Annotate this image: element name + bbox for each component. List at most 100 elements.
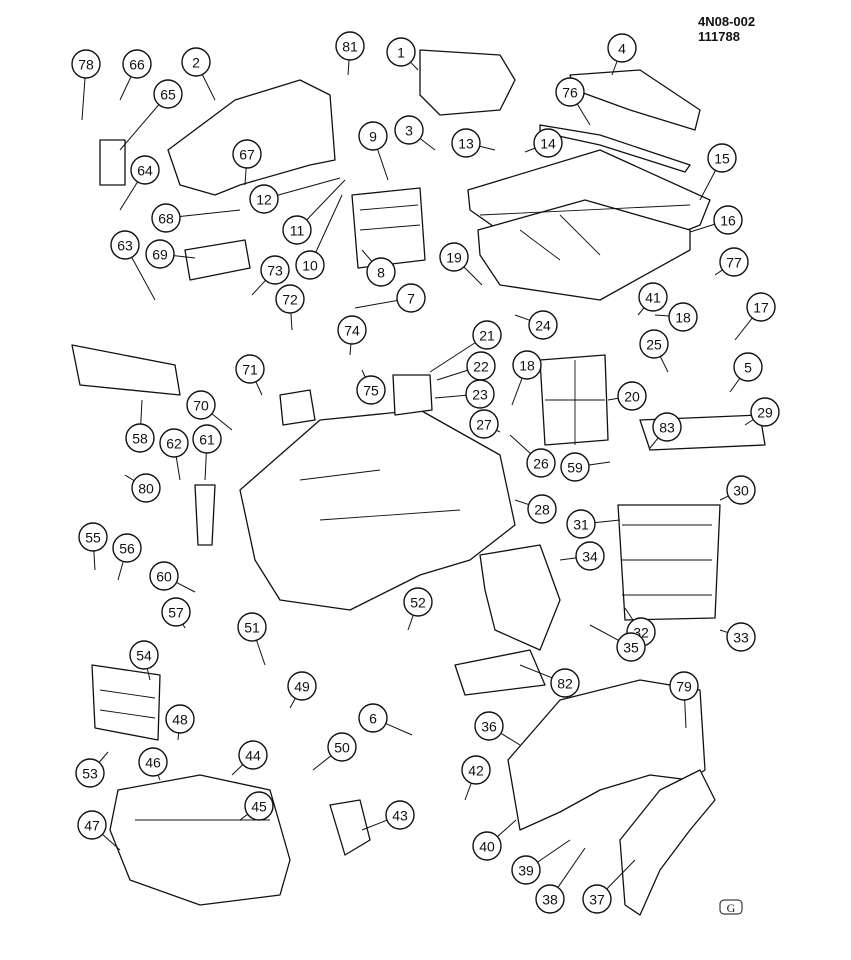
leader-line-1 <box>410 61 419 71</box>
part-detail-line <box>359 224 421 231</box>
callout-number: 49 <box>294 679 310 695</box>
callout-9: 9 <box>358 121 388 151</box>
callout-number: 27 <box>476 417 492 433</box>
part-drawings <box>71 49 766 916</box>
callout-16: 16 <box>713 205 743 235</box>
leader-line-31 <box>594 519 621 524</box>
leader-line-19 <box>463 266 483 286</box>
callout-7: 7 <box>396 283 426 313</box>
leader-line-54 <box>146 668 151 681</box>
callout-number: 45 <box>251 799 267 815</box>
callout-number: 82 <box>557 676 573 692</box>
leader-line-30 <box>719 495 729 501</box>
callout-number: 20 <box>624 389 640 405</box>
callout-66: 66 <box>122 49 152 79</box>
callout-number: 42 <box>468 763 484 779</box>
leader-line-3 <box>419 138 436 151</box>
callout-17: 17 <box>746 292 776 322</box>
leader-line-67 <box>244 167 247 186</box>
callout-number: 53 <box>82 766 98 782</box>
leader-line-56 <box>117 561 124 581</box>
leader-line-73 <box>251 279 266 296</box>
callout-53: 53 <box>75 758 105 788</box>
callout-68: 68 <box>151 203 181 233</box>
leader-line-8 <box>361 249 373 262</box>
washer-reservoir <box>279 389 316 426</box>
callout-number: 66 <box>129 57 145 73</box>
leader-line-83 <box>649 437 659 449</box>
radiator-assembly <box>617 504 721 621</box>
leader-line-15 <box>699 170 716 201</box>
callout-73: 73 <box>260 255 290 285</box>
leader-line-43 <box>361 819 388 831</box>
leader-line-16 <box>689 223 715 233</box>
callout-number: 29 <box>757 405 773 421</box>
front-splash-shield <box>479 544 561 651</box>
grille <box>91 664 161 741</box>
callout-37: 37 <box>582 884 612 914</box>
callout-57: 57 <box>161 597 191 627</box>
callout-number: 57 <box>168 605 184 621</box>
callout-59: 59 <box>560 452 590 482</box>
part-detail-line <box>359 204 419 211</box>
callout-76: 76 <box>555 77 585 107</box>
callout-36: 36 <box>474 711 504 741</box>
leader-line-14 <box>524 147 536 153</box>
callout-26: 26 <box>526 448 556 478</box>
logo-mark: G <box>719 899 743 915</box>
callout-number: 55 <box>85 530 101 546</box>
callout-39: 39 <box>511 855 541 885</box>
leader-line-26 <box>509 434 531 454</box>
callout-number: 81 <box>342 39 358 55</box>
leader-line-21 <box>429 342 476 373</box>
callout-40: 40 <box>472 831 502 861</box>
callout-number: 14 <box>540 136 556 152</box>
callout-18: 18 <box>512 350 542 380</box>
callout-15: 15 <box>707 143 737 173</box>
callout-number: 12 <box>256 192 272 208</box>
callout-11: 11 <box>282 215 312 245</box>
leader-line-25 <box>659 356 669 373</box>
callout-4: 4 <box>607 33 637 63</box>
callout-number: 18 <box>519 358 535 374</box>
callout-number: 74 <box>344 323 360 339</box>
callout-number: 18 <box>675 310 691 326</box>
callout-25: 25 <box>639 329 669 359</box>
diagram-date: 111788 <box>698 29 740 44</box>
leader-line-79 <box>684 699 687 729</box>
callout-63: 63 <box>110 230 140 260</box>
callout-46: 46 <box>138 747 168 777</box>
callout-5: 5 <box>733 352 763 382</box>
leader-line-41 <box>637 307 645 316</box>
callout-21: 21 <box>472 320 502 350</box>
callout-74: 74 <box>337 315 367 345</box>
leader-line-46 <box>157 774 161 781</box>
leader-line-57 <box>182 623 186 629</box>
leader-line-63 <box>131 257 156 301</box>
callout-45: 45 <box>244 791 274 821</box>
callout-64: 64 <box>130 155 160 185</box>
callout-58: 58 <box>125 423 155 453</box>
callout-42: 42 <box>461 755 491 785</box>
callout-83: 83 <box>652 412 682 442</box>
callout-number: 8 <box>377 265 385 281</box>
leader-line-55 <box>93 550 96 571</box>
callout-number: 5 <box>744 360 752 376</box>
callout-number: 67 <box>239 147 255 163</box>
leader-line-75 <box>361 369 366 378</box>
callout-number: 63 <box>117 238 133 254</box>
leader-line-62 <box>175 456 181 481</box>
callout-number: 15 <box>714 151 730 167</box>
callout-13: 13 <box>451 128 481 158</box>
callout-number: 52 <box>410 595 426 611</box>
callout-number: 41 <box>645 290 661 306</box>
leader-line-24 <box>514 314 530 321</box>
callout-number: 35 <box>623 640 639 656</box>
callout-23: 23 <box>465 379 495 409</box>
callout-number: 13 <box>458 136 474 152</box>
callout-56: 56 <box>112 533 142 563</box>
callout-number: 47 <box>84 818 100 834</box>
leader-line-2 <box>201 74 216 101</box>
